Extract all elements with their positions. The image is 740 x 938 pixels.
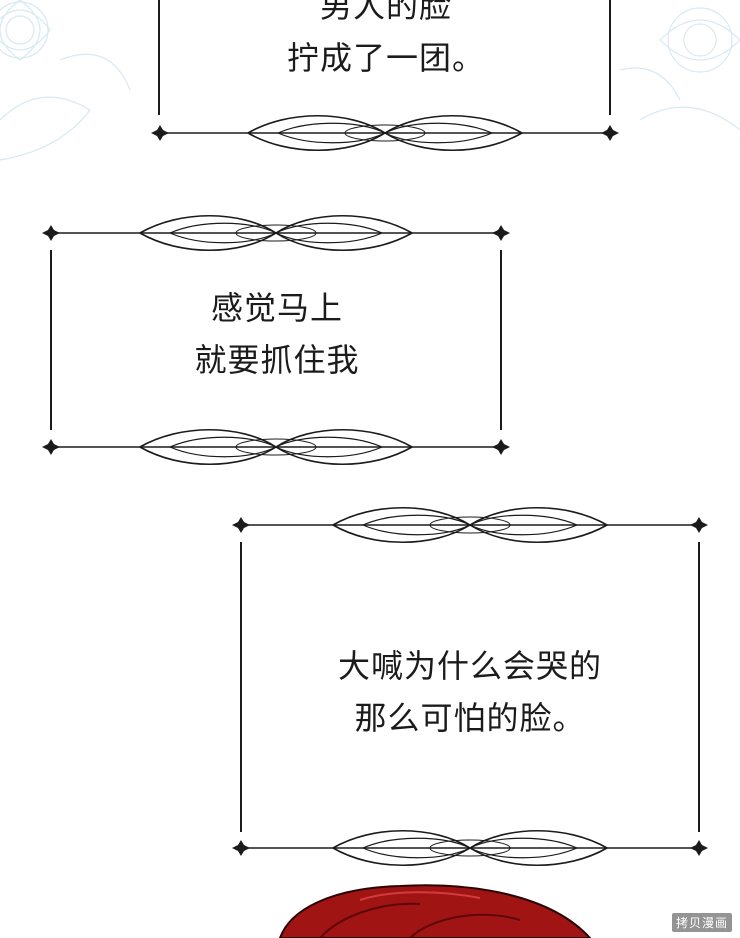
caption-panel-3: 大喊为什么会哭的 那么可怕的脸。 xyxy=(230,507,710,866)
ornate-frame xyxy=(42,215,510,465)
caption-panel-2: 感觉马上 就要抓住我 xyxy=(40,215,514,465)
caption-panel-1: 男人的脸 拧成了一团。 xyxy=(148,0,624,151)
caption-line: 就要抓住我 xyxy=(194,341,360,379)
red-hair-illustration xyxy=(278,884,592,938)
caption-line: 男人的脸 xyxy=(319,0,452,25)
caption-line: 大喊为什么会哭的 xyxy=(337,647,602,685)
caption-text: 感觉马上 就要抓住我 xyxy=(40,282,514,386)
ornate-frame xyxy=(151,0,619,151)
caption-line: 那么可怕的脸。 xyxy=(354,699,586,737)
caption-text: 大喊为什么会哭的 那么可怕的脸。 xyxy=(230,640,710,744)
caption-line: 拧成了一团。 xyxy=(286,39,485,77)
caption-line: 感觉马上 xyxy=(210,289,343,327)
watermark: 拷贝漫画 xyxy=(671,913,732,932)
caption-text: 男人的脸 拧成了一团。 xyxy=(148,0,624,84)
ornate-frame xyxy=(232,507,708,866)
